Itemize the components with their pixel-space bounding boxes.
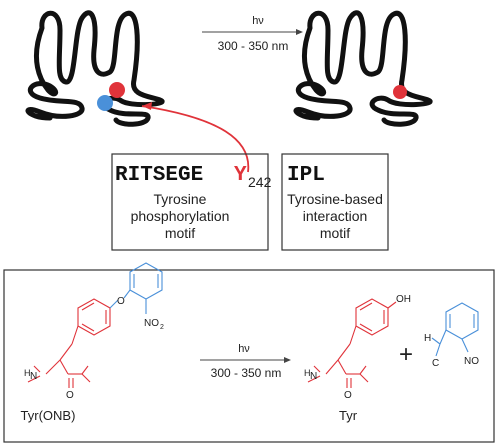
tyr-n-atom: N [310,371,317,382]
box-left-line3: motif [165,225,195,241]
top-arrow-wavelength: 300 - 350 nm [218,39,289,53]
phospho-group-red-right [393,85,407,99]
tyr-onb-no2: NO [144,318,159,329]
chemistry-panel-frame [3,269,495,443]
tyr-onb-carbonyl-o: O [66,390,74,401]
tyr-onb-structure [27,262,163,388]
box-right-line1: Tyrosine-based [287,191,383,207]
nitroso-byproduct-structure [431,302,479,357]
tyr-h-atom: H [304,368,311,378]
byproduct-h-atom: H [424,333,431,344]
box-right-line2: interaction [303,208,368,224]
sequence-y: Y [234,164,247,187]
tyr-oh: OH [396,294,411,305]
pointer-arrow-head [142,102,152,110]
top-arrow-head [296,29,303,35]
label-tyr-onb: Tyr(ONB) [21,408,76,423]
plus-sign: + [399,341,413,368]
bottom-arrow-wavelength: 300 - 350 nm [211,366,282,380]
box-right-line3: motif [320,225,350,241]
sequence-left: RITSEGE [115,164,203,187]
box-left-line1: Tyrosine [154,191,207,207]
top-arrow-hv: hν [252,15,264,27]
cage-group-blue [97,95,113,111]
receptor-right [293,10,433,127]
receptor-left [25,10,165,127]
bottom-arrow-head [284,357,291,363]
tyr-structure [307,298,397,388]
label-tyr: Tyr [339,408,358,423]
byproduct-no: NO [464,356,479,367]
tyr-onb-h-atom: H [24,368,31,378]
tyr-onb-ether-o: O [117,296,125,307]
tyr-carbonyl-o: O [344,390,352,401]
phospho-group-red [109,82,125,98]
sequence-right: IPL [287,164,325,187]
phosphorylation-motif-box [111,153,269,251]
pointer-curve [141,105,250,173]
sequence-subscript: 242 [248,174,272,190]
bottom-arrow-hv: hν [238,343,250,355]
box-left-line2: phosphorylation [131,208,230,224]
interaction-motif-box [281,153,389,251]
byproduct-c-atom: C [432,358,439,369]
tyr-onb-n-atom: N [30,371,37,382]
tyr-onb-no2-sub: 2 [160,324,164,331]
